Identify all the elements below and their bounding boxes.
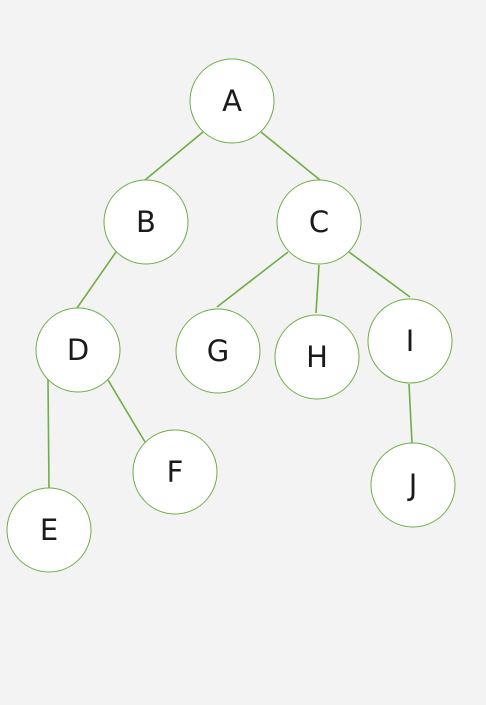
- node-f: F: [132, 429, 218, 515]
- node-a-circle: [189, 58, 275, 144]
- edge-d-e: [47, 378, 50, 489]
- node-j-circle: [370, 442, 456, 528]
- node-i-circle: [367, 298, 453, 384]
- node-h-circle: [274, 314, 360, 400]
- node-g: G: [175, 308, 261, 394]
- node-j-label: J: [407, 468, 418, 502]
- edge-c-h: [315, 264, 320, 314]
- node-e: E: [6, 487, 92, 573]
- node-a: A: [189, 58, 275, 144]
- node-j: J: [370, 442, 456, 528]
- edge-b-d: [76, 251, 117, 309]
- edge-c-g: [216, 251, 289, 308]
- edge-a-c: [260, 131, 321, 181]
- node-a-label: A: [222, 84, 242, 118]
- node-f-label: F: [167, 455, 184, 489]
- node-i: I: [367, 298, 453, 384]
- node-c-circle: [276, 179, 362, 265]
- node-h: H: [274, 314, 360, 400]
- node-g-circle: [175, 308, 261, 394]
- node-h-label: H: [306, 340, 328, 374]
- node-f-circle: [132, 429, 218, 515]
- edge-a-b: [144, 131, 204, 181]
- node-g-label: G: [207, 334, 229, 368]
- node-b-circle: [103, 179, 189, 265]
- edge-c-i: [348, 251, 411, 298]
- node-c-label: C: [309, 205, 329, 239]
- node-b: B: [103, 179, 189, 265]
- node-d-circle: [35, 307, 121, 393]
- edge-d-f: [107, 379, 146, 443]
- node-e-label: E: [40, 513, 58, 547]
- node-b-label: B: [136, 205, 156, 239]
- node-i-label: I: [406, 324, 415, 358]
- node-e-circle: [6, 487, 92, 573]
- edges: [47, 131, 413, 489]
- edge-i-j: [408, 383, 413, 444]
- node-d-label: D: [67, 333, 89, 367]
- node-d: D: [35, 307, 121, 393]
- node-c: C: [276, 179, 362, 265]
